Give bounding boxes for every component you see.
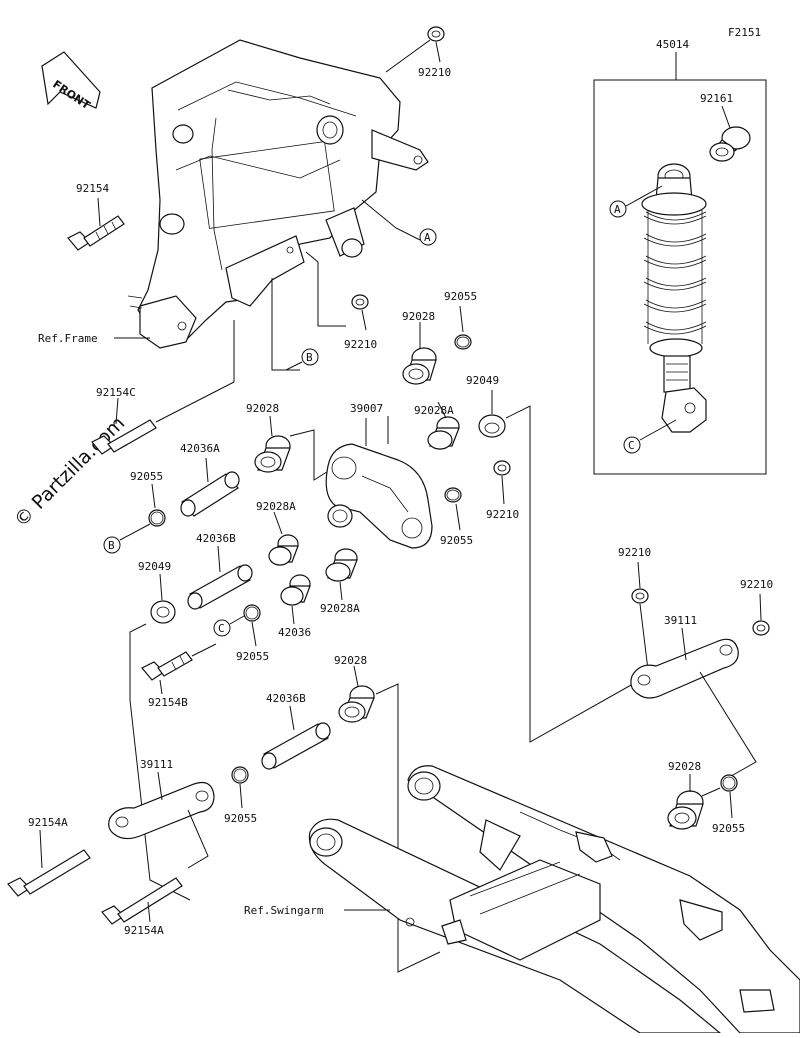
watermark: © Partzilla.com <box>10 412 129 531</box>
part-label-92028-top: 92028 <box>402 310 435 323</box>
spacer-42036a <box>180 471 240 517</box>
nut-92210-link <box>493 460 511 476</box>
part-label-92055-swing: 92055 <box>712 822 745 835</box>
bolt-92154c <box>91 419 157 455</box>
collar-92028-low <box>338 685 375 723</box>
link-39007 <box>325 443 433 549</box>
bolt-92154a-bottom <box>101 877 183 925</box>
frame-assembly <box>127 39 429 349</box>
part-label-92154b: 92154B <box>148 696 188 709</box>
oring-92055-left <box>148 509 166 527</box>
callout-b-link: B <box>108 539 115 552</box>
collar-92028-top <box>402 347 437 385</box>
part-label-42036a: 42036A <box>180 442 220 455</box>
part-label-92055-mid: 92055 <box>236 650 269 663</box>
bolt-92154b <box>141 651 193 681</box>
part-label-92210-link: 92210 <box>486 508 519 521</box>
spacer-42036b-mid <box>187 564 253 610</box>
bolt-92154 <box>67 215 125 251</box>
part-label-92210-frame: 92210 <box>344 338 377 351</box>
bushing-92161 <box>709 126 751 162</box>
part-label-92028-left: 92028 <box>246 402 279 415</box>
collar-92028a-low <box>325 548 358 582</box>
part-label-92210-top: 92210 <box>418 66 451 79</box>
spacer-42036b-low <box>261 722 331 770</box>
part-label-92049-left: 92049 <box>138 560 171 573</box>
ref-swingarm-label: Ref.Swingarm <box>244 904 324 917</box>
part-label-42036b-mid: 42036B <box>196 532 236 545</box>
part-label-92028-swing: 92028 <box>668 760 701 773</box>
collar-42036 <box>280 574 311 606</box>
part-label-92055-left: 92055 <box>130 470 163 483</box>
part-label-92055-low: 92055 <box>224 812 257 825</box>
tie-rod-39111-right <box>630 638 739 699</box>
part-label-45014: 45014 <box>656 38 689 51</box>
shock-box-frame <box>593 79 767 475</box>
oring-92055-swing <box>720 774 738 792</box>
part-label-92154a-bottom: 92154A <box>124 924 164 937</box>
part-label-92049-right: 92049 <box>466 374 499 387</box>
part-label-92210-rod-right: 92210 <box>740 578 773 591</box>
part-label-92154a-top: 92154A <box>28 816 68 829</box>
bolt-92154a-top <box>7 849 91 897</box>
tie-rod-39111-left <box>108 781 215 840</box>
part-label-92055-right: 92055 <box>440 534 473 547</box>
part-label-42036b-low: 42036B <box>266 692 306 705</box>
part-label-92028a-low: 92028A <box>320 602 360 615</box>
part-label-92028-low: 92028 <box>334 654 367 667</box>
washer-92049-right <box>478 414 506 438</box>
part-label-92055-top: 92055 <box>444 290 477 303</box>
callout-c-link: C <box>218 622 225 635</box>
part-label-92210-rod-left: 92210 <box>618 546 651 559</box>
part-label-39111-left: 39111 <box>140 758 173 771</box>
callout-a-shock: A <box>614 203 621 216</box>
nut-92210-top <box>427 26 445 42</box>
collar-92028a-right <box>427 416 460 450</box>
callout-a-frame: A <box>424 231 431 244</box>
oring-92055-top <box>454 334 472 350</box>
part-label-92028a-right: 92028A <box>414 404 454 417</box>
oring-92055-mid <box>243 604 261 622</box>
part-label-39007: 39007 <box>350 402 383 415</box>
part-label-92154: 92154 <box>76 182 109 195</box>
part-label-92028a-mid: 92028A <box>256 500 296 513</box>
callout-c-shock: C <box>628 439 635 452</box>
oring-92055-right <box>444 487 462 503</box>
callout-b-frame: B <box>306 351 313 364</box>
figure-code: F2151 <box>728 26 761 39</box>
part-label-39111-right: 39111 <box>664 614 697 627</box>
nut-92210-rod-left <box>631 588 649 604</box>
nut-92210-frame <box>351 294 369 310</box>
part-label-92154c: 92154C <box>96 386 136 399</box>
part-label-92161: 92161 <box>700 92 733 105</box>
shock-absorber-box: 45014 92161 A <box>593 38 767 475</box>
ref-frame-label: Ref.Frame <box>38 332 98 345</box>
nut-92210-rod-right <box>752 620 770 636</box>
washer-92049-left <box>150 600 176 624</box>
front-arrow-icon: FRONT <box>41 51 101 112</box>
part-label-42036: 42036 <box>278 626 311 639</box>
swingarm-assembly <box>308 765 800 1034</box>
collar-92028-swing <box>667 790 704 830</box>
collar-92028a-mid <box>268 534 299 566</box>
shock-absorber <box>641 163 707 433</box>
oring-92055-low <box>231 766 249 784</box>
collar-92028-left <box>254 435 291 473</box>
